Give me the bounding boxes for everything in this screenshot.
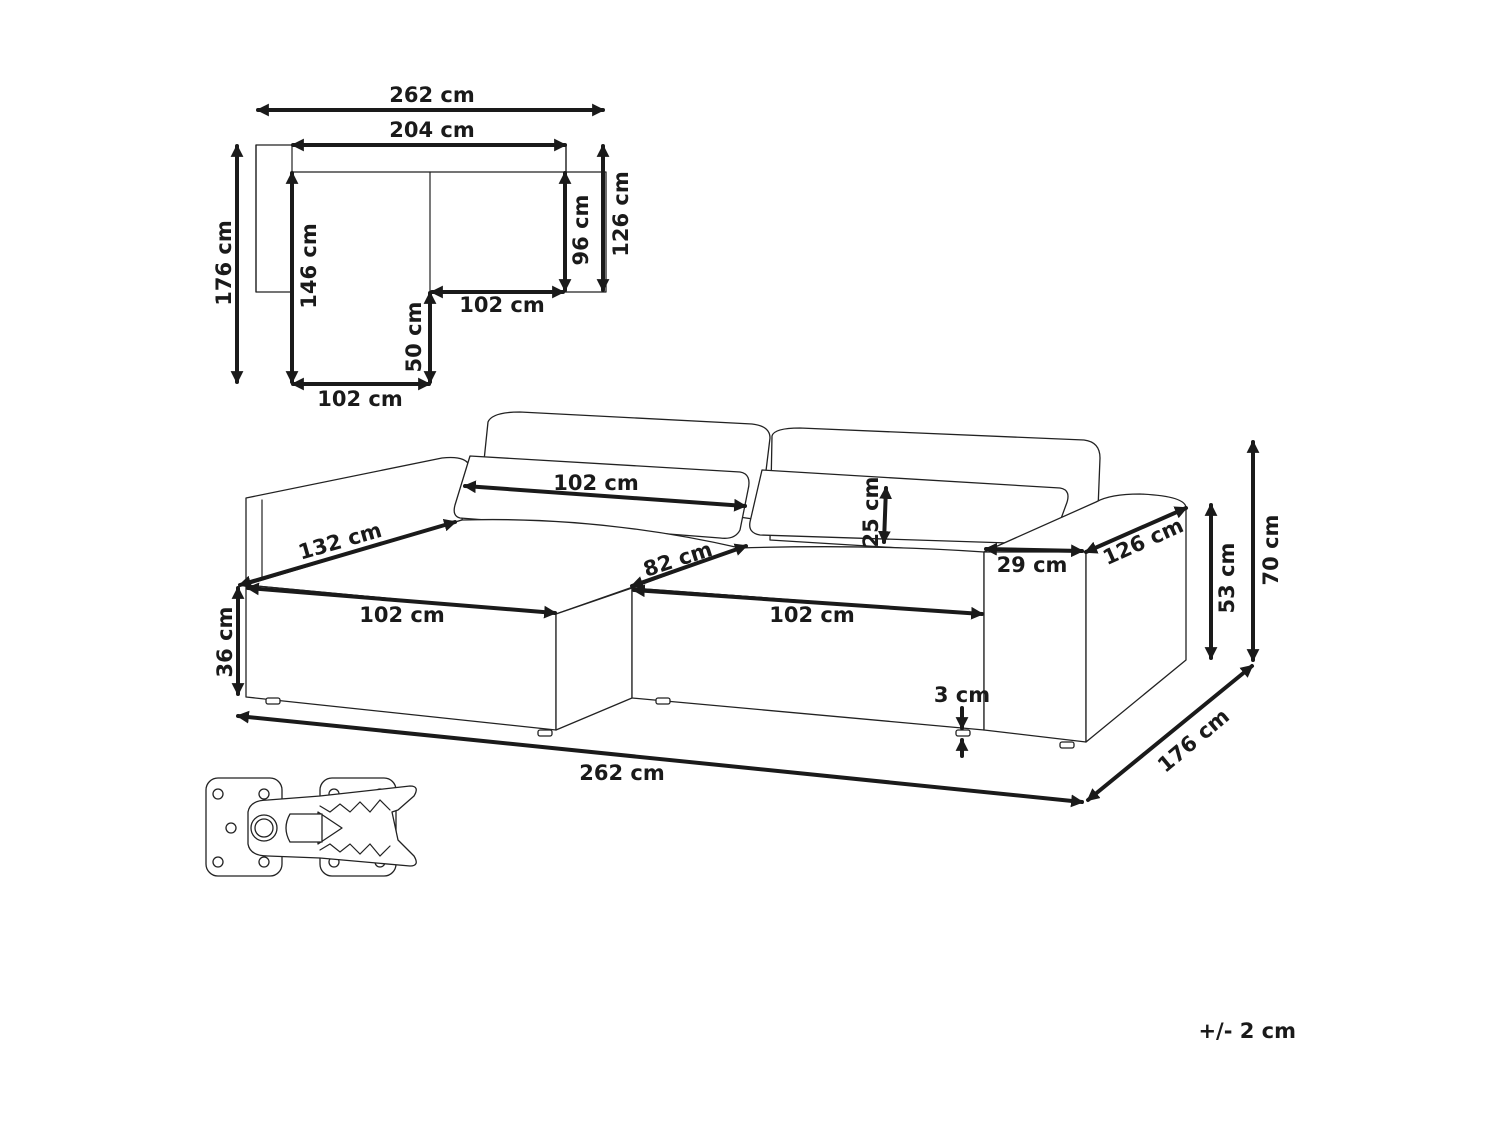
top-overall-width-label: 262 cm [389,83,474,107]
seat-depth-dim [630,543,748,589]
seat-front-width-label: 102 cm [769,603,854,627]
chaise-front-width-label: 102 cm [359,603,444,627]
tolerance-note: +/- 2 cm [1198,1019,1296,1043]
screw-icon [212,788,224,800]
top-chaise-extension-label: 50 cm [402,302,426,373]
top-overall-depth-label: 176 cm [212,220,236,305]
total-width-dim [236,710,1084,808]
leg-5 [1059,741,1075,749]
cushion-width-dim [463,480,747,512]
top-view: 262 cm 204 cm 176 cm 146 cm 126 cm 96 cm… [212,83,633,411]
connector-teeth-bottom [319,843,391,857]
screw-icon [225,822,237,834]
cushion-height-dim [878,486,892,544]
cushion-height-label: 25 cm [859,477,883,548]
right-armrest-front [983,551,1087,743]
arm-depth-dim [1084,506,1188,554]
leg-1 [265,697,281,705]
screw-icon [212,856,224,868]
connector-teeth-top [319,799,391,813]
total-depth-dim [1086,664,1254,802]
seat-front-width-dim [632,584,984,620]
top-seat-width-label: 204 cm [389,118,474,142]
cushion-width-label: 102 cm [553,471,638,495]
total-height-label: 70 cm [1259,515,1283,586]
connector-slot [285,813,323,843]
top-seat-depth-label: 96 cm [569,195,593,266]
connector-pivot-inner [254,818,274,838]
leg-4 [955,729,971,737]
leg-height-label: 3 cm [934,683,990,707]
arm-width-label: 29 cm [997,553,1068,577]
arm-height-label: 53 cm [1215,543,1239,614]
leg-2 [537,729,553,737]
screw-icon [258,788,270,800]
leg-3 [655,697,671,705]
arm-width-dim [984,542,1084,558]
top-arm-depth-label: 126 cm [609,171,633,256]
screw-icon [258,856,270,868]
top-chaise-width-label: 102 cm [317,387,402,411]
perspective-view: 102 cm 25 cm 132 cm 82 cm 29 cm 126 cm 1… [213,411,1283,808]
top-inner-depth-label: 146 cm [297,223,321,308]
top-seat-front-width-label: 102 cm [459,293,544,317]
total-width-label: 262 cm [579,761,664,785]
seat-height-label: 36 cm [213,607,237,678]
chaise-front-width-dim [246,582,557,619]
chaise-length-dim [238,518,457,589]
connector-detail [205,777,417,877]
